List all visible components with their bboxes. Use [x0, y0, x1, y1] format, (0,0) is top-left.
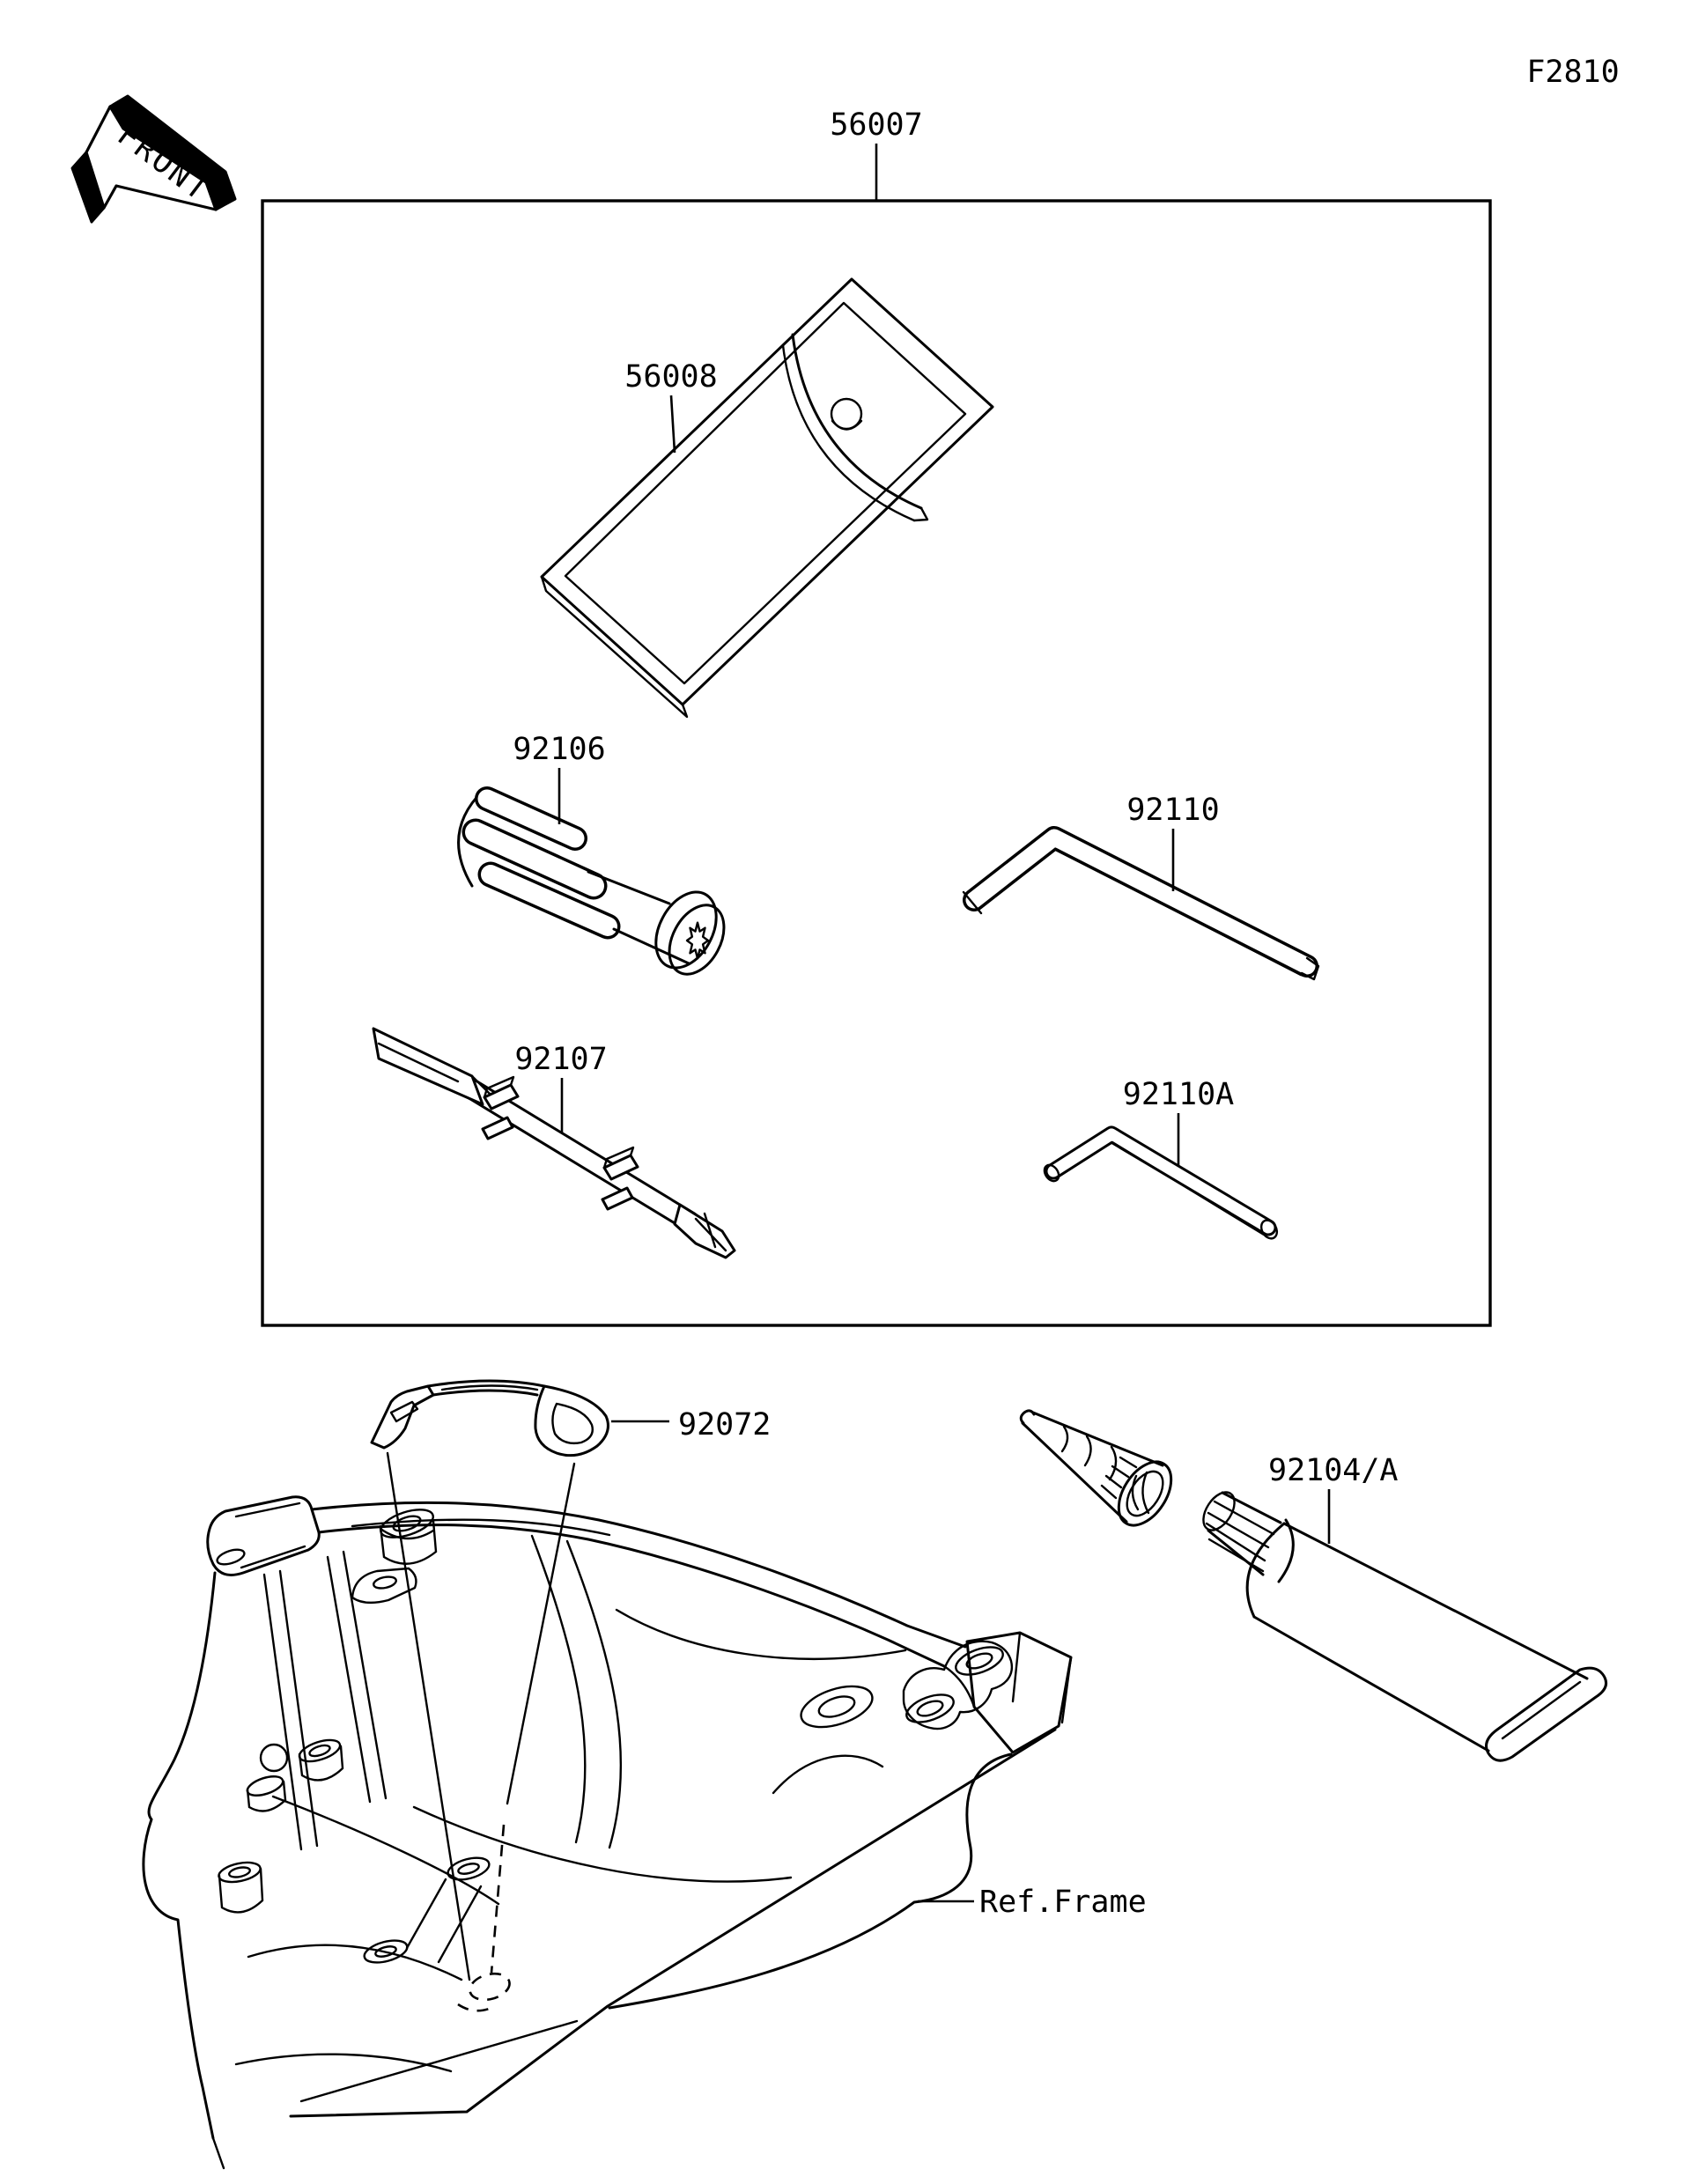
sealant-tube-drawing: [1019, 1409, 1607, 1762]
part-number-56008: 56008: [624, 359, 717, 395]
ref-frame-label: Ref.Frame: [979, 1885, 1147, 1920]
grip-handle-drawing: [457, 786, 726, 976]
part-label-92104A: 92104/A: [1268, 1453, 1399, 1544]
tool-pouch-drawing: [540, 277, 994, 719]
front-direction-arrow-icon: FRONT: [70, 94, 237, 224]
part-number-92110: 92110: [1126, 793, 1219, 828]
part-number-92106: 92106: [513, 732, 605, 767]
diagram-code: F2810: [1526, 55, 1619, 90]
ref-frame-drawing: [142, 1495, 1073, 2170]
part-number-92110A: 92110A: [1123, 1077, 1234, 1112]
part-label-92106: 92106: [513, 732, 606, 824]
part-label-92107: 92107: [514, 1042, 608, 1133]
leader-56008: [669, 395, 676, 454]
strap-mount-hidden-hole: [469, 1972, 511, 2002]
tube-crimp-end: [1485, 1666, 1607, 1762]
hex-wrench-small-drawing: [1043, 1125, 1279, 1240]
part-number-92107: 92107: [514, 1042, 607, 1077]
socket-hex-opening: [685, 921, 710, 960]
part-number-92072: 92072: [678, 1407, 771, 1442]
tool-kit-boundary-box: [261, 199, 1492, 1327]
part-number-56007: 56007: [830, 107, 922, 143]
part-label-92110: 92110: [1126, 793, 1220, 891]
hex-wrench-large-drawing: [962, 826, 1320, 981]
ref-frame-label-group: Ref.Frame: [918, 1885, 1147, 1920]
part-number-92104A: 92104/A: [1268, 1453, 1399, 1488]
part-label-92072: 92072: [611, 1407, 771, 1442]
part-label-92110A: 92110A: [1123, 1077, 1234, 1167]
part-label-56008: 56008: [624, 359, 718, 454]
band-strap-drawing: [370, 1379, 609, 2012]
part-label-56007: 56007: [830, 107, 923, 200]
front-arrow-face: [85, 105, 218, 211]
screwdriver-bit-drawing: [372, 1027, 736, 1259]
